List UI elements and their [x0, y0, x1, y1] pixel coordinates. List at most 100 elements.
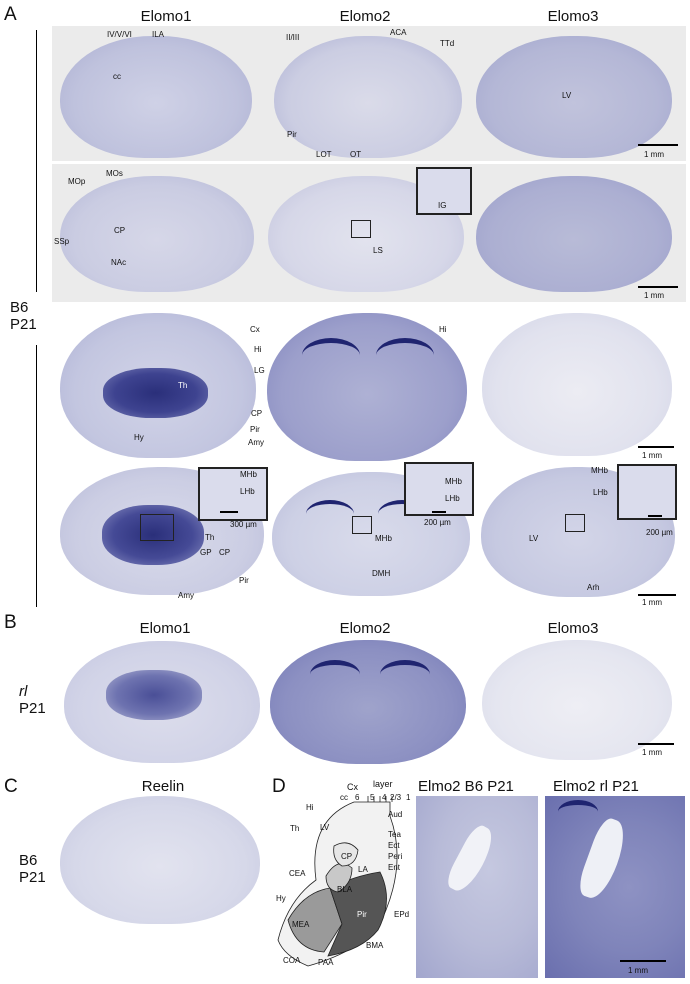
scale-bar-r3 — [638, 446, 674, 448]
label-hi-r3-left: Hi — [254, 345, 262, 354]
scale-label-inset3: 200 µm — [646, 528, 673, 537]
region-pir: Pir — [357, 910, 367, 919]
panel-d-title-b6: Elmo2 B6 P21 — [418, 778, 514, 795]
label-mhb-inset3: MHb — [591, 466, 608, 475]
roi-box-r2 — [351, 220, 371, 238]
side-bracket-a-lower — [36, 345, 37, 607]
scale-bar-b — [638, 743, 674, 745]
scale-bar-inset2 — [432, 511, 446, 513]
label-ila: ILA — [152, 30, 165, 39]
scale-bar-inset3 — [648, 515, 662, 517]
label-mhb-inset2: MHb — [445, 477, 462, 486]
region-ent: Ent — [388, 863, 401, 872]
label-mop: MOp — [68, 177, 86, 186]
label-lv-r4: LV — [529, 534, 539, 543]
inset-r4-elomo3 — [617, 464, 677, 520]
label-mos: MOs — [106, 169, 123, 178]
column-title-b-elomo2: Elomo2 — [339, 620, 391, 637]
label-ii-iii: II/III — [286, 33, 300, 42]
region-mea: MEA — [292, 920, 310, 929]
scale-label-inset1: 300 µm — [230, 520, 257, 529]
region-hi: Hi — [306, 803, 314, 812]
thalamus-stain-r3 — [103, 368, 208, 418]
brain-slice-r3-elomo3 — [482, 313, 672, 456]
label-arh: Arh — [587, 583, 600, 592]
schematic-header-23: 2/3 — [390, 793, 402, 802]
schematic-header-6: 6 — [355, 793, 360, 802]
region-th: Th — [290, 824, 300, 833]
brain-slice-reelin — [60, 796, 260, 924]
brain-slice-r1-elomo3 — [476, 36, 672, 158]
micrograph-b6 — [416, 796, 538, 978]
reelin-title: Reelin — [141, 778, 185, 795]
label-pir-r4: Pir — [239, 576, 249, 585]
region-aud: Aud — [388, 810, 403, 819]
scale-label-d: 1 mm — [628, 966, 648, 975]
schematic-header-cc: cc — [340, 793, 348, 802]
label-lhb-inset3: LHb — [593, 488, 608, 497]
label-amy-r4: Amy — [178, 591, 194, 600]
label-ssp: SSp — [54, 237, 70, 246]
label-pir-r3: Pir — [250, 425, 260, 434]
hippocampus-stain-left-r4 — [306, 500, 354, 528]
scale-label-r4: 1 mm — [642, 598, 662, 607]
hippocampus-stain-left-b — [310, 660, 360, 689]
scale-bar-d — [620, 960, 666, 962]
brain-slice-r1-elomo1 — [60, 36, 252, 158]
label-amy-r3: Amy — [248, 438, 264, 447]
label-lot: LOT — [316, 150, 332, 159]
label-th-r4: Th — [205, 533, 215, 542]
micrograph-rl-hippocampus — [558, 800, 598, 823]
scale-label-inset2: 200 µm — [424, 518, 451, 527]
region-peri: Peri — [388, 852, 403, 861]
label-cp-r3: CP — [251, 409, 263, 418]
column-title-elomo3: Elomo3 — [547, 8, 599, 25]
label-lhb-inset1: LHb — [240, 487, 255, 496]
scale-bar-inset1 — [220, 511, 238, 513]
label-cp-r2: CP — [114, 226, 126, 235]
scale-label-r2: 1 mm — [644, 291, 664, 300]
hippocampus-stain-left-r3 — [302, 338, 360, 373]
scale-label-b: 1 mm — [642, 748, 662, 757]
label-ig: IG — [438, 201, 447, 210]
region-cp: CP — [341, 852, 353, 861]
label-lhb-inset2: LHb — [445, 494, 460, 503]
region-la: LA — [358, 865, 368, 874]
schematic-header-cx: Cx — [347, 782, 358, 792]
region-bla: BLA — [337, 885, 353, 894]
panel-letter-d: D — [272, 776, 286, 797]
hippocampus-stain-right-r3 — [376, 338, 434, 373]
label-lv: LV — [562, 91, 572, 100]
thalamus-stain-b — [106, 670, 202, 720]
scale-label-r1: 1 mm — [644, 150, 664, 159]
scale-bar-r2 — [638, 286, 678, 288]
region-paa: PAA — [318, 958, 334, 967]
region-ect: Ect — [388, 841, 400, 850]
inset-r4-elomo2 — [404, 462, 474, 516]
panel-letter-b: B — [4, 612, 17, 633]
region-lv: LV — [320, 823, 330, 832]
label-aca: ACA — [390, 28, 407, 37]
column-title-b-elomo3: Elomo3 — [547, 620, 599, 637]
label-ttd: TTd — [440, 39, 455, 48]
region-bma: BMA — [366, 941, 384, 950]
column-title-elomo1: Elomo1 — [140, 8, 192, 25]
label-pir: Pir — [287, 130, 297, 139]
inset-ig — [416, 167, 472, 215]
roi-box-r4-elomo1 — [140, 514, 174, 541]
scale-bar-r4 — [638, 594, 676, 596]
scale-bar-r1 — [638, 144, 678, 146]
column-title-b-elomo1: Elomo1 — [139, 620, 191, 637]
thalamus-stain-r4 — [102, 505, 204, 565]
panel-d-title-rl: Elmo2 rl P21 — [553, 778, 639, 795]
label-mhb-inset1: MHb — [240, 470, 257, 479]
brain-slice-r2-elomo1 — [60, 176, 254, 292]
label-lg: LG — [254, 366, 265, 375]
scale-label-r3: 1 mm — [642, 451, 662, 460]
label-cp-r4: CP — [219, 548, 231, 557]
panel-letter-a: A — [4, 4, 17, 25]
label-hi-r3-right: Hi — [439, 325, 447, 334]
